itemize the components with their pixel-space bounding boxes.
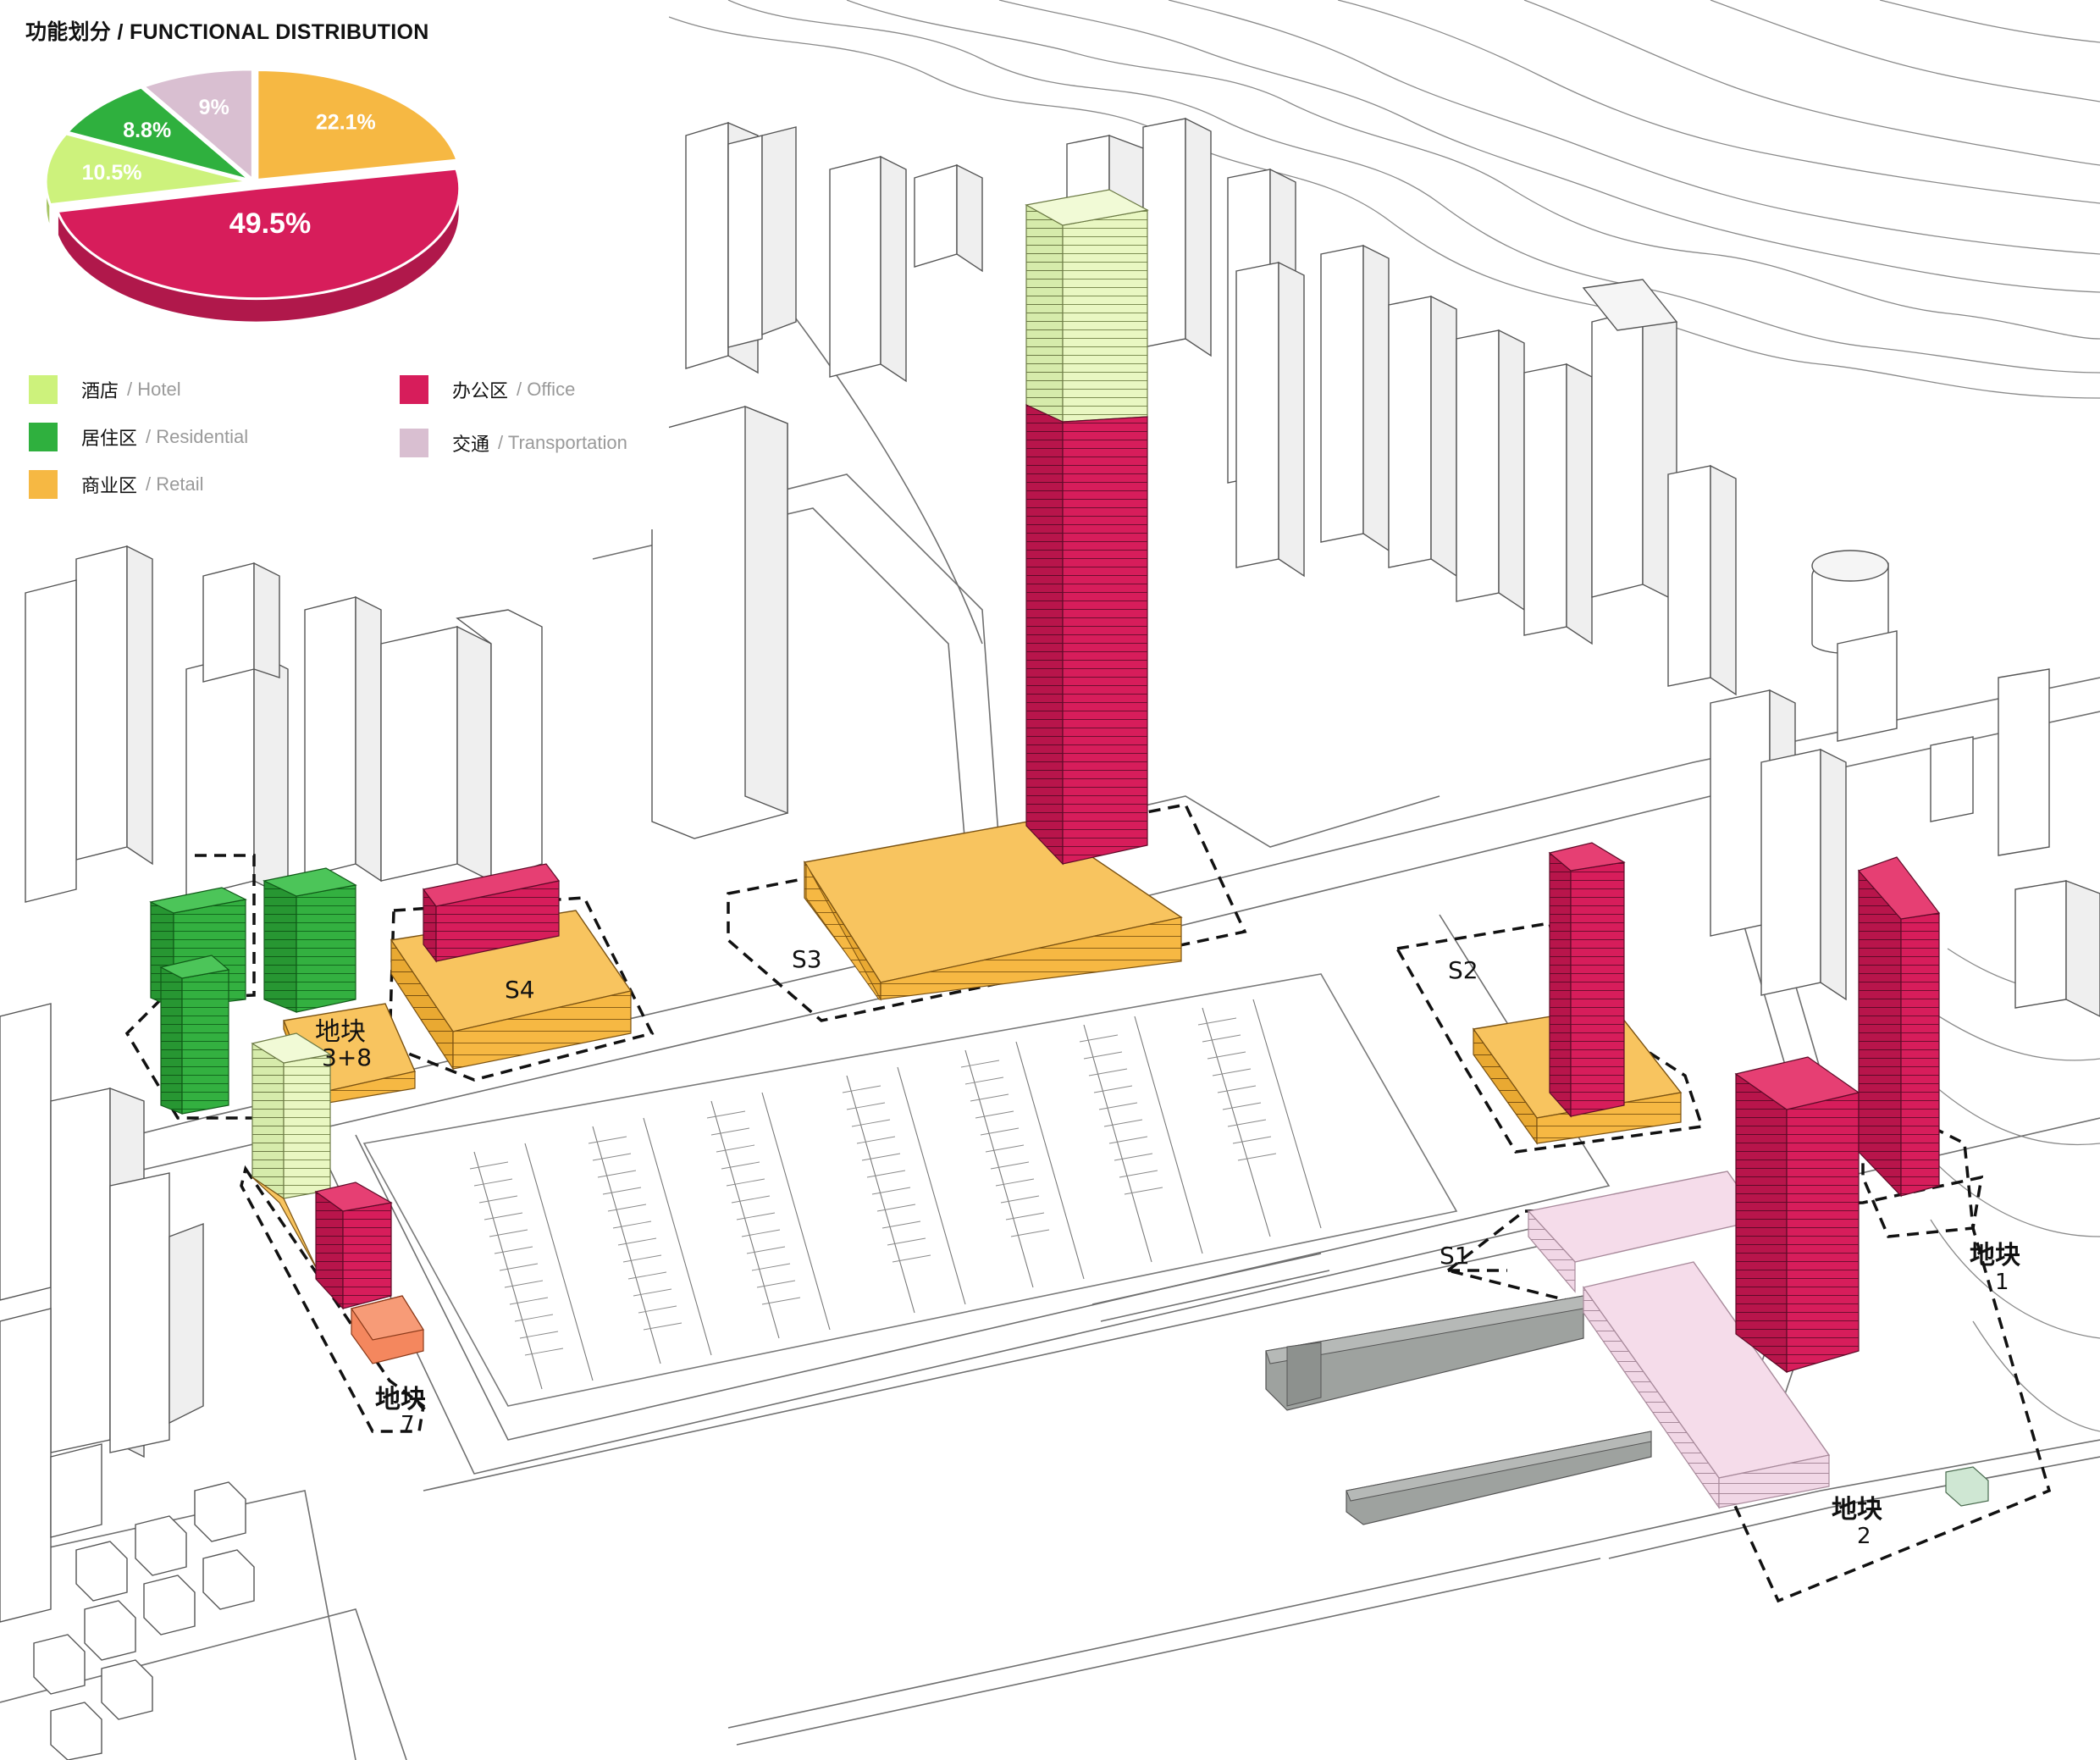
pie-slice-label: 22.1% bbox=[316, 111, 376, 135]
label-s2: S2 bbox=[1448, 956, 1478, 984]
legend-label-en: / Residential bbox=[146, 426, 249, 447]
legend-item-office: 办公区 / Office bbox=[400, 375, 575, 404]
label-plot-1-number: 1 bbox=[1995, 1270, 2009, 1295]
pie-slice bbox=[256, 68, 459, 182]
pie-slice-label: 8.8% bbox=[123, 119, 171, 142]
pie-slice-label: 10.5% bbox=[82, 161, 142, 185]
label-s1: S1 bbox=[1440, 1242, 1470, 1270]
label-plot-3-8-title: 地块 bbox=[315, 1017, 366, 1047]
parking-lot bbox=[362, 973, 1458, 1407]
panel-title: 功能划分 / FUNCTIONAL DISTRIBUTION bbox=[25, 20, 429, 44]
pie-slice bbox=[64, 86, 251, 182]
label-plot-7-title: 地块 bbox=[375, 1385, 426, 1414]
s3-complex bbox=[803, 189, 1183, 1001]
plot-7-buildings bbox=[251, 1032, 424, 1364]
legend-swatch-hotel bbox=[29, 375, 58, 404]
pie-slice-label: 9% bbox=[199, 96, 229, 119]
legend-item-transportation: 交通 / Transportation bbox=[400, 429, 627, 457]
s4-complex bbox=[390, 863, 633, 1071]
legend-label-en: / Office bbox=[517, 379, 576, 400]
label-s3: S3 bbox=[792, 945, 822, 973]
label-plot-2-title: 地块 bbox=[1832, 1495, 1882, 1525]
label-plot-2-number: 2 bbox=[1857, 1524, 1871, 1549]
legend-swatch-retail bbox=[29, 470, 58, 499]
plot-3-8-buildings bbox=[149, 867, 416, 1115]
legend-label-en: / Transportation bbox=[498, 432, 627, 453]
legend-label-zh: 商业区 bbox=[81, 476, 138, 497]
pie-slice bbox=[55, 167, 461, 301]
legend-label-zh: 居住区 bbox=[81, 429, 138, 450]
plot-labels: S3 S4 S2 S1 地块 3+8 地块 7 地块 1 地块 2 bbox=[315, 945, 2020, 1549]
legend-label-zh: 办公区 bbox=[452, 381, 509, 402]
pie-slice-label: 49.5% bbox=[229, 208, 311, 240]
legend-swatch-residential bbox=[29, 423, 58, 451]
label-plot-1-title: 地块 bbox=[1970, 1241, 2020, 1270]
legend-label-zh: 交通 bbox=[452, 434, 490, 456]
legend-label-zh: 酒店 bbox=[81, 381, 119, 402]
pie-slice bbox=[141, 68, 254, 183]
legend-swatch-office bbox=[400, 375, 428, 404]
s1-complex bbox=[1265, 856, 1989, 1525]
label-plot-3-8-number: 3+8 bbox=[322, 1043, 372, 1071]
context-buildings bbox=[0, 117, 2100, 1760]
legend-swatch-transportation bbox=[400, 429, 428, 457]
legend-label-en: / Retail bbox=[146, 473, 204, 495]
legend-label-en: / Hotel bbox=[127, 379, 181, 400]
pie-chart: 22.1% 49.5% 10.5% 8.8% 9% bbox=[44, 68, 461, 324]
pie-slice bbox=[44, 132, 250, 207]
legend-item-residential: 居住区 / Residential bbox=[29, 423, 248, 451]
legend-panel: 22.1% 49.5% 10.5% 8.8% 9% 功能划分 / FUNCTIONAL … bbox=[0, 0, 669, 529]
legend-item-hotel: 酒店 / Hotel bbox=[29, 375, 181, 404]
label-s4: S4 bbox=[505, 976, 535, 1004]
label-plot-7-number: 7 bbox=[401, 1412, 415, 1437]
s2-complex bbox=[1472, 842, 1683, 1145]
legend-item-retail: 商业区 / Retail bbox=[29, 470, 204, 499]
